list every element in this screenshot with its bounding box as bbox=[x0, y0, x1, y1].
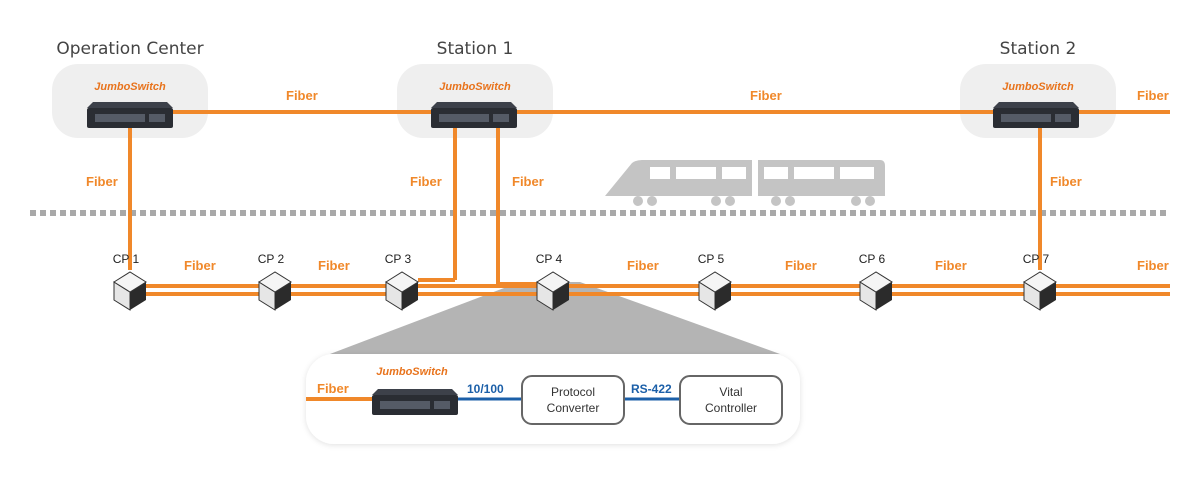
control-point-cube bbox=[1023, 271, 1057, 311]
vital-controller-label: Controller bbox=[705, 401, 757, 415]
brand-logo: JumboSwitch bbox=[94, 81, 166, 93]
brand-logo: JumboSwitch bbox=[1002, 81, 1074, 93]
zoom-cone bbox=[330, 282, 780, 354]
train-icon bbox=[605, 160, 885, 206]
detail-switch bbox=[372, 389, 458, 415]
brand-logo: JumboSwitch bbox=[439, 81, 511, 93]
control-point-cube bbox=[258, 271, 292, 311]
control-point-cube bbox=[698, 271, 732, 311]
station2-switch bbox=[993, 102, 1079, 128]
vital-controller-label: Vital bbox=[719, 385, 742, 399]
control-point-cube bbox=[859, 271, 893, 311]
control-point-label: CP 2 bbox=[258, 252, 285, 266]
fiber-label: Fiber bbox=[512, 174, 544, 189]
control-point-label: CP 5 bbox=[698, 252, 725, 266]
fiber-label: Fiber bbox=[935, 258, 967, 273]
control-point-label: CP 6 bbox=[859, 252, 886, 266]
station2-title: Station 2 bbox=[1000, 39, 1077, 59]
control-point-label: CP 4 bbox=[536, 252, 563, 266]
control-point-cube bbox=[113, 271, 147, 311]
brand-logo: JumboSwitch bbox=[376, 366, 448, 378]
detail-link-ethernet: 10/100 bbox=[467, 382, 504, 396]
control-point-label: CP 1 bbox=[113, 252, 140, 266]
station1-switch bbox=[431, 102, 517, 128]
fiber-label: Fiber bbox=[1137, 258, 1169, 273]
protocol-converter-label: Converter bbox=[547, 401, 600, 415]
fiber-label: Fiber bbox=[410, 174, 442, 189]
station1-title: Station 1 bbox=[437, 39, 514, 59]
fiber-label: Fiber bbox=[785, 258, 817, 273]
fiber-labels: Fiber Fiber Fiber Fiber Fiber Fiber Fibe… bbox=[86, 88, 1169, 273]
operation-center-title: Operation Center bbox=[56, 39, 203, 59]
control-point-cube bbox=[385, 271, 419, 311]
fiber-label: Fiber bbox=[1137, 88, 1169, 103]
protocol-converter-box bbox=[521, 375, 625, 425]
detail-fiber-label: Fiber bbox=[317, 381, 349, 396]
protocol-converter-label: Protocol bbox=[551, 385, 595, 399]
fiber-label: Fiber bbox=[627, 258, 659, 273]
control-points: CP 1 CP 2 CP 3 CP 4 CP 5 CP 6 CP 7 bbox=[113, 252, 1057, 311]
control-point-label: CP 7 bbox=[1023, 252, 1050, 266]
fiber-label: Fiber bbox=[286, 88, 318, 103]
fiber-label: Fiber bbox=[184, 258, 216, 273]
operation-center-switch bbox=[87, 102, 173, 128]
fiber-label: Fiber bbox=[750, 88, 782, 103]
fiber-label: Fiber bbox=[1050, 174, 1082, 189]
fiber-label: Fiber bbox=[86, 174, 118, 189]
fiber-label: Fiber bbox=[318, 258, 350, 273]
vital-controller-box bbox=[679, 375, 783, 425]
control-point-cube bbox=[536, 271, 570, 311]
control-point-label: CP 3 bbox=[385, 252, 412, 266]
detail-link-serial: RS-422 bbox=[631, 382, 672, 396]
